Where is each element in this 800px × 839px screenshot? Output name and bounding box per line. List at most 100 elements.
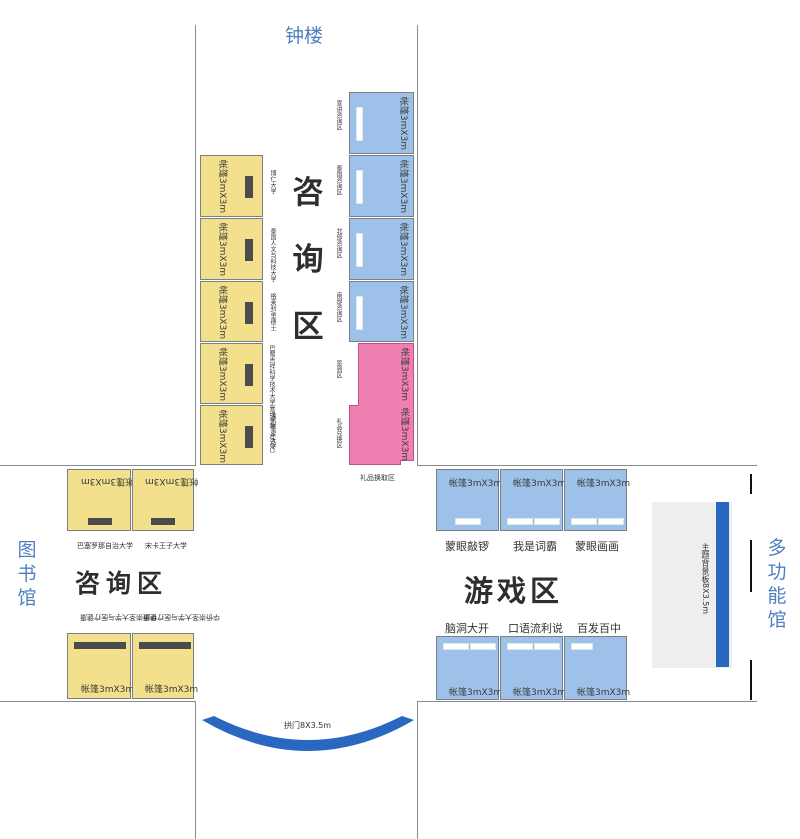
tent-size-label: 帐篷3mX3m — [217, 222, 228, 277]
tent-pink[interactable]: 帐篷3mX3m 帐篷3mX3m — [358, 343, 414, 461]
arch-gate — [202, 716, 414, 751]
tent-blue[interactable]: 帐篷3mX3m — [436, 636, 503, 700]
tent-yellow[interactable]: 帐篷3mX3m — [132, 633, 198, 699]
tent-size-label: 帐篷3mX3m — [513, 688, 567, 698]
table — [356, 170, 363, 204]
tent-blue[interactable]: 帐篷3mX3m — [349, 155, 414, 217]
booth-name: 宣讲咨询区 — [335, 100, 342, 130]
table — [443, 643, 469, 650]
table — [74, 642, 126, 649]
table — [356, 233, 363, 267]
tent-pink-extension — [349, 405, 359, 465]
table — [139, 642, 191, 649]
table — [245, 176, 253, 198]
tent-size-label: 帐篷3mX3m — [217, 347, 228, 402]
tent-blue[interactable]: 帐篷3mX3m — [436, 469, 503, 531]
tent-pink-foot — [349, 460, 401, 465]
tent-size-label: 帐篷3mX3m — [145, 685, 199, 695]
tent-yellow[interactable]: 帐篷3mX3m — [200, 343, 263, 404]
stage-label: 主题背景板8X3.5m — [701, 543, 710, 615]
table — [534, 643, 560, 650]
tent-size-label: 帐篷3mX3m — [81, 476, 135, 486]
game-name: 脑洞大开 — [445, 622, 489, 635]
booth-name: 宋卡王子大学 — [145, 542, 187, 550]
tent-size-label: 帐篷3mX3m — [398, 285, 409, 340]
tent-yellow[interactable]: 帐篷3mX3m — [67, 469, 135, 531]
booth-name: 巴蜀吉祥科学技术大学管理学院（UTCC） — [268, 345, 275, 458]
tent-size-label: 帐篷3mX3m — [145, 476, 199, 486]
booth-name: 博仁大学 — [269, 170, 276, 194]
tent-size-label: 帐篷3mX3m — [577, 479, 631, 489]
road-top-left — [0, 465, 196, 466]
game-name: 蒙眼画画 — [575, 540, 619, 553]
tent-size-label: 帐篷3mX3m — [217, 409, 228, 464]
zone-game: 游戏区 — [464, 574, 564, 608]
zone-consult-horizontal: 咨询区 — [75, 569, 169, 598]
booth-name: 泰国咨询区 — [335, 165, 342, 195]
road-right-upper — [417, 25, 418, 465]
table — [245, 239, 253, 261]
table — [245, 302, 253, 324]
tent-yellow[interactable]: 帐篷3mX3m — [200, 218, 263, 280]
arch-label: 拱门8X3.5m — [284, 721, 332, 730]
tent-yellow[interactable]: 帐篷3mX3m — [67, 633, 135, 699]
booth-name: 礼品兑换区 — [335, 418, 342, 448]
table — [356, 107, 363, 141]
tent-yellow[interactable]: 帐篷3mX3m — [200, 405, 263, 465]
tent-blue[interactable]: 帐篷3mX3m — [564, 469, 631, 531]
booth-name: 巴塞罗那自治大学 — [77, 542, 133, 550]
tent-blue[interactable]: 帐篷3mX3m — [500, 469, 567, 531]
tent-size-label: 帐篷3mX3m — [399, 407, 410, 462]
table — [571, 518, 597, 525]
table — [356, 296, 363, 330]
booth-name: 北部咨询区 — [335, 228, 342, 258]
game-name: 蒙眼敲锣 — [445, 540, 489, 553]
table — [151, 518, 175, 525]
booth-name: 签到区 — [335, 360, 342, 378]
tent-yellow[interactable]: 帐篷3mX3m — [132, 469, 198, 531]
booth-name: 泰国人文与科技大学 — [269, 228, 276, 282]
tent-size-label: 帐篷3mX3m — [398, 159, 409, 214]
tent-yellow[interactable]: 帐篷3mX3m — [200, 281, 263, 342]
booth-name: 清迈皇家大学 — [269, 413, 276, 449]
road-top-right — [417, 465, 757, 466]
table — [245, 426, 253, 448]
place-multipurpose-hall: 多功能馆 — [767, 537, 787, 631]
tent-blue[interactable]: 帐篷3mX3m — [349, 218, 414, 280]
tent-size-label: 帐篷3mX3m — [81, 685, 135, 695]
tent-size-label: 帐篷3mX3m — [449, 479, 503, 489]
tent-size-label: 帐篷3mX3m — [398, 222, 409, 277]
road-left-lower — [195, 701, 196, 839]
game-name: 口语流利说 — [508, 622, 563, 635]
tent-yellow[interactable]: 帐篷3mX3m — [200, 155, 263, 217]
booth-name: 华侨崇圣大学与医疗健康 — [143, 613, 220, 621]
tent-blue[interactable]: 帐篷3mX3m — [349, 281, 414, 342]
game-name: 我是词霸 — [513, 540, 557, 553]
tent-blue[interactable]: 帐篷3mX3m — [349, 92, 414, 154]
table — [598, 518, 624, 525]
tent-size-label: 帐篷3mX3m — [449, 688, 503, 698]
zone-consult-vertical: 咨询区 — [292, 175, 324, 345]
tent-size-label: 帐篷3mX3m — [217, 285, 228, 340]
stage-backdrop-bar — [716, 502, 729, 667]
table — [507, 518, 533, 525]
tent-size-label: 帐篷3mX3m — [577, 688, 631, 698]
table — [88, 518, 112, 525]
gift-exchange-label: 礼品换取区 — [360, 474, 395, 482]
table — [534, 518, 560, 525]
door-marker — [750, 540, 752, 592]
door-marker — [750, 660, 752, 700]
game-name: 百发百中 — [577, 622, 621, 635]
tent-size-label: 帐篷3mX3m — [398, 96, 409, 151]
booth-name: 格莱利/里德士 — [269, 293, 276, 332]
road-bottom-left — [0, 701, 196, 702]
door-marker — [750, 474, 752, 494]
tent-blue[interactable]: 帐篷3mX3m — [564, 636, 631, 700]
tent-size-label: 帐篷3mX3m — [217, 159, 228, 214]
tent-blue[interactable]: 帐篷3mX3m — [500, 636, 567, 700]
table — [245, 364, 253, 386]
booth-name: 南部咨询区 — [335, 292, 342, 322]
place-bell-tower: 钟楼 — [285, 25, 324, 47]
table — [507, 643, 533, 650]
tent-size-label: 帐篷3mX3m — [513, 479, 567, 489]
